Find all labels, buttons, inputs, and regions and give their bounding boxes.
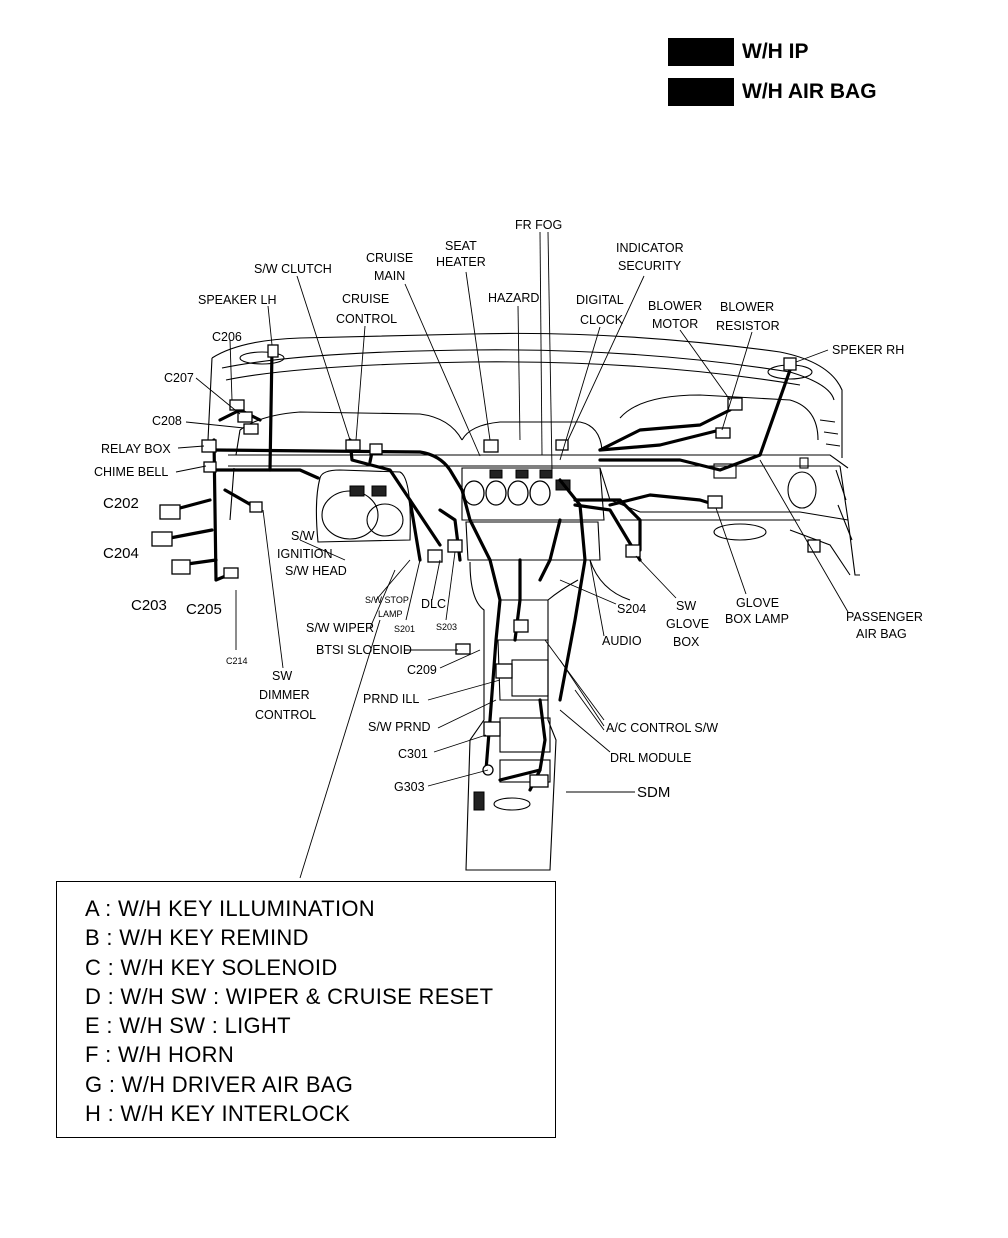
label-c301: C301 bbox=[398, 747, 428, 761]
label-c204: C204 bbox=[103, 545, 139, 562]
legend-item-c: C : W/H KEY SOLENOID bbox=[85, 954, 338, 980]
label-sw-dimmer-1: SW bbox=[272, 669, 292, 683]
label-c207: C207 bbox=[164, 371, 194, 385]
label-glove-box-lamp-2: BOX LAMP bbox=[725, 612, 789, 626]
label-sw-glove-box-2: GLOVE bbox=[666, 617, 709, 631]
label-indicator: INDICATOR bbox=[616, 241, 684, 255]
label-sw-prnd: S/W PRND bbox=[368, 720, 431, 734]
legend-item-h: H : W/H KEY INTERLOCK bbox=[85, 1101, 351, 1127]
label-prnd-ill: PRND ILL bbox=[363, 692, 419, 706]
label-blower-motor-1: BLOWER bbox=[648, 299, 702, 313]
label-chime-bell: CHIME BELL bbox=[94, 465, 168, 479]
legend-item-d: D : W/H SW : WIPER & CRUISE RESET bbox=[85, 983, 494, 1009]
label-c203: C203 bbox=[131, 597, 167, 614]
connectors bbox=[151, 344, 821, 811]
label-glove-box-lamp-1: GLOVE bbox=[736, 596, 779, 610]
legend-item-a: A : W/H KEY ILLUMINATION bbox=[85, 896, 375, 921]
label-sw-glove-box-1: SW bbox=[676, 599, 696, 613]
label-cruise-main-2: MAIN bbox=[374, 269, 405, 283]
leader-lines bbox=[175, 231, 849, 879]
label-seat: SEAT bbox=[445, 239, 477, 253]
label-g303: G303 bbox=[394, 780, 425, 794]
legend-swatch-ip bbox=[668, 38, 734, 66]
label-sw-wiper: S/W WIPER bbox=[306, 621, 374, 635]
label-c209: C209 bbox=[407, 663, 437, 677]
center-console bbox=[461, 467, 631, 871]
legend-key-wh-air-bag: W/H AIR BAG bbox=[668, 78, 877, 106]
label-clock: CLOCK bbox=[580, 313, 624, 327]
label-drl-module: DRL MODULE bbox=[610, 751, 692, 765]
label-sw-glove-box-3: BOX bbox=[673, 635, 700, 649]
label-blower-resistor-1: BLOWER bbox=[720, 300, 774, 314]
label-sdm: SDM bbox=[637, 784, 670, 801]
harness-legend-list: A : W/H KEY ILLUMINATION B : W/H KEY REM… bbox=[85, 894, 493, 1128]
legend-swatch-air-bag bbox=[668, 78, 734, 106]
label-stop-lamp: LAMP bbox=[378, 609, 403, 619]
label-blower-resistor-2: RESISTOR bbox=[716, 319, 780, 333]
label-s204: S204 bbox=[617, 602, 646, 616]
label-sw-ignition-2: IGNITION bbox=[277, 547, 333, 561]
label-fr-fog: FR FOG bbox=[515, 218, 562, 232]
legend-label-ip: W/H IP bbox=[742, 40, 809, 63]
label-ac-control-sw: A/C CONTROL S/W bbox=[606, 721, 718, 735]
legend-label-air-bag: W/H AIR BAG bbox=[742, 80, 877, 103]
label-security: SECURITY bbox=[618, 259, 682, 273]
label-speaker-lh: SPEAKER LH bbox=[198, 293, 277, 307]
label-s203: S203 bbox=[436, 622, 457, 632]
label-audio: AUDIO bbox=[602, 634, 642, 648]
label-heater: HEATER bbox=[436, 255, 486, 269]
label-sw-dimmer-2: DIMMER bbox=[259, 688, 310, 702]
legend-item-e: E : W/H SW : LIGHT bbox=[85, 1013, 291, 1039]
label-hazard: HAZARD bbox=[488, 291, 539, 305]
label-c205: C205 bbox=[186, 601, 222, 618]
label-sw-stop: S/W STOP bbox=[365, 595, 409, 605]
label-dlc: DLC bbox=[421, 597, 446, 611]
harness-legend-box: A : W/H KEY ILLUMINATION B : W/H KEY REM… bbox=[56, 881, 556, 1138]
label-c208: C208 bbox=[152, 414, 182, 428]
label-passenger-air-bag-1: PASSENGER bbox=[846, 610, 923, 624]
harness-bundles bbox=[168, 348, 792, 792]
label-digital: DIGITAL bbox=[576, 293, 624, 307]
label-cruise-control-2: CONTROL bbox=[336, 312, 397, 326]
legend-key-wh-ip: W/H IP bbox=[668, 38, 809, 66]
label-sw-dimmer-3: CONTROL bbox=[255, 708, 316, 722]
label-sw-head: S/W HEAD bbox=[285, 564, 347, 578]
label-c206: C206 bbox=[212, 330, 242, 344]
legend-item-b: B : W/H KEY REMIND bbox=[85, 925, 309, 951]
label-cruise-control-1: CRUISE bbox=[342, 292, 389, 306]
label-cruise-main-1: CRUISE bbox=[366, 251, 413, 265]
label-speker-rh: SPEKER RH bbox=[832, 343, 904, 357]
label-btsi-solenoid: BTSI SLOENOID bbox=[316, 643, 412, 657]
component-labels: FR FOG SEAT HEATER INDICATOR SECURITY CR… bbox=[94, 218, 923, 801]
label-sw-ignition-1: S/W bbox=[291, 529, 315, 543]
label-passenger-air-bag-2: AIR BAG bbox=[856, 627, 907, 641]
label-c214: C214 bbox=[226, 656, 248, 666]
label-relay-box: RELAY BOX bbox=[101, 442, 171, 456]
label-c202: C202 bbox=[103, 495, 139, 512]
label-sw-clutch: S/W CLUTCH bbox=[254, 262, 332, 276]
label-s201: S201 bbox=[394, 624, 415, 634]
legend-item-g: G : W/H DRIVER AIR BAG bbox=[85, 1071, 354, 1097]
label-blower-motor-2: MOTOR bbox=[652, 317, 698, 331]
legend-item-f: F : W/H HORN bbox=[85, 1042, 235, 1068]
